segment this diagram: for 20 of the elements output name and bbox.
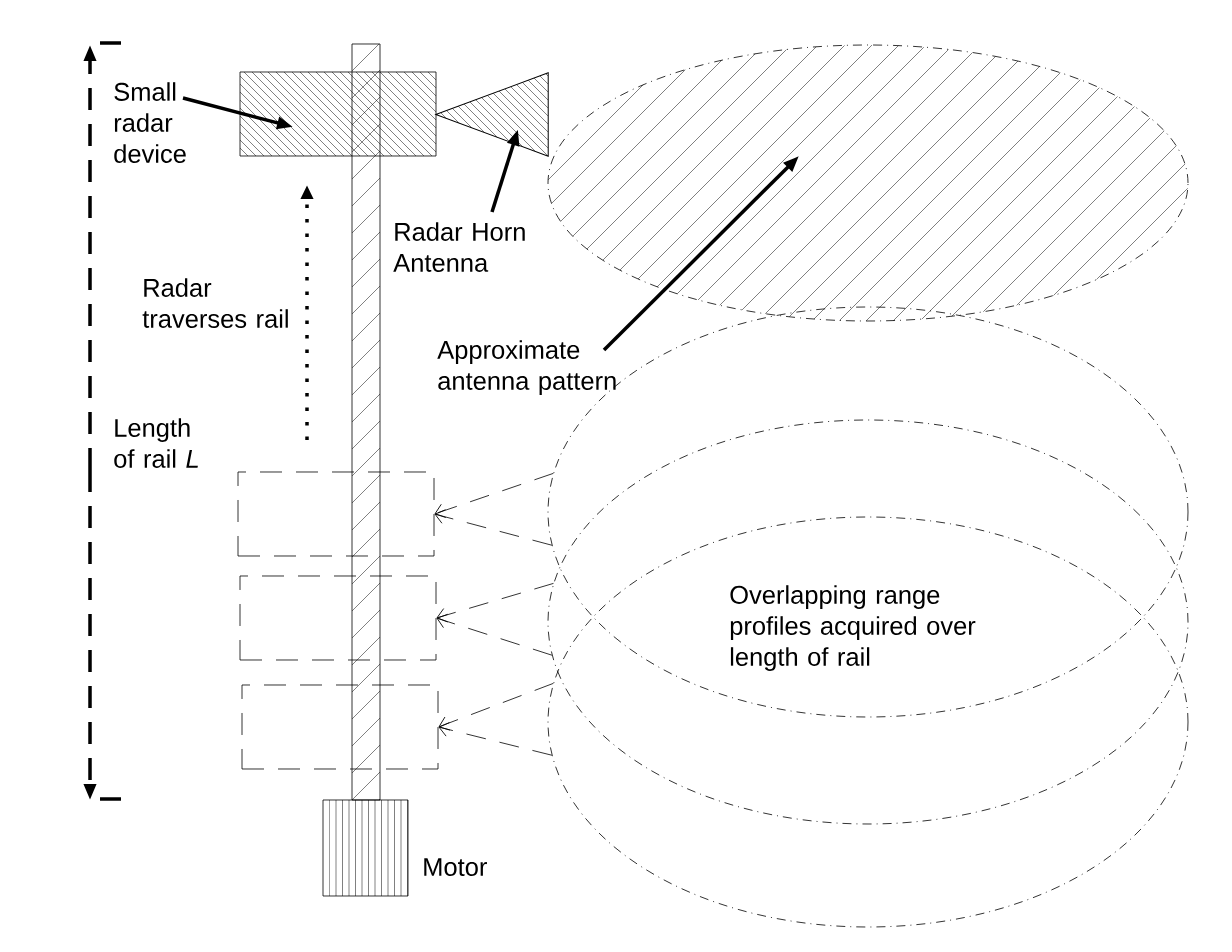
beam-line [434, 509, 553, 546]
antenna-pattern [547, 44, 1189, 322]
callout-text: Radar Horn Antenna [393, 222, 525, 272]
label-text: Length of rail L [114, 418, 198, 468]
label-text: Motor [424, 858, 487, 876]
label-text: Overlapping range profiles acquired over length of rail [730, 585, 976, 671]
horn-antenna [435, 72, 549, 157]
callout-text: Small radar device [114, 82, 186, 163]
position-box [237, 471, 435, 557]
position-box [239, 575, 437, 661]
beam-line [436, 613, 553, 656]
position-box [241, 684, 439, 770]
label-text: Radar traverses rail [142, 278, 288, 328]
motor [322, 799, 409, 897]
beam-line [438, 722, 553, 756]
radar-device [239, 71, 437, 157]
rail [351, 43, 381, 801]
callout-text: Approximate antenna pattern [437, 340, 616, 395]
beam-line [434, 472, 554, 518]
beam-line [438, 682, 554, 731]
